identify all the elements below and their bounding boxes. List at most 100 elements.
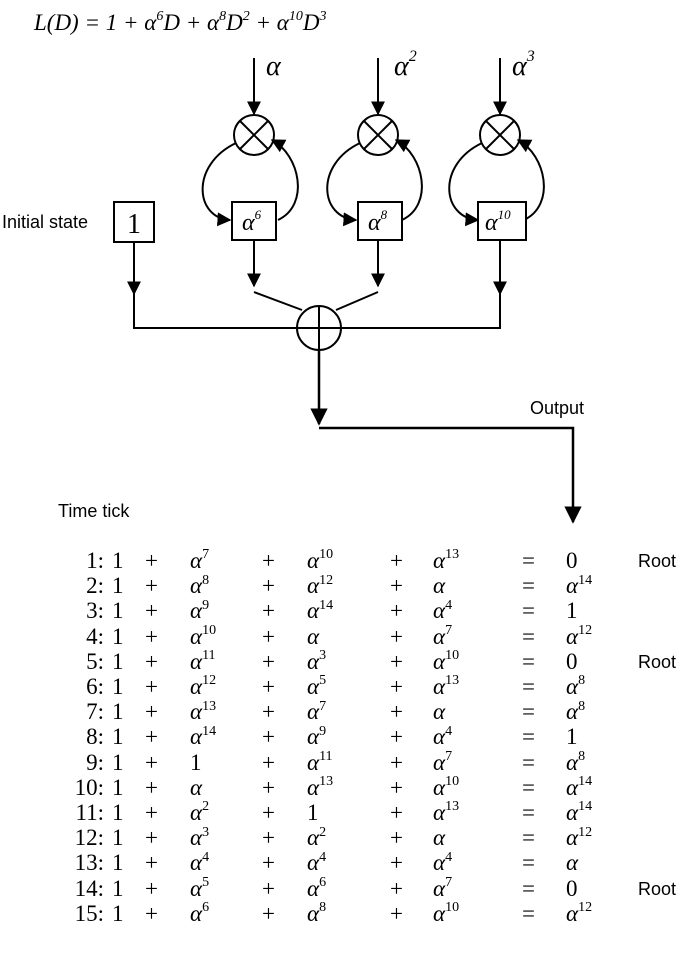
term-constant: 1 <box>112 850 124 876</box>
term-2-exponent: 3 <box>319 648 327 664</box>
term-2: α14 <box>307 598 333 624</box>
result: 0 <box>566 548 578 574</box>
plus-sign: + <box>390 774 403 800</box>
term-3-exponent: 7 <box>445 748 453 764</box>
result-exponent: 14 <box>578 572 593 588</box>
term-1-exponent: 11 <box>202 648 216 664</box>
plus-sign: + <box>390 800 403 825</box>
feedback-loop-3-return <box>516 139 545 221</box>
term-3-base: α <box>433 573 446 599</box>
term-2-exponent: 13 <box>319 774 334 790</box>
term-3: α <box>433 825 445 851</box>
term-2-base: α <box>307 774 320 800</box>
term-1-exponent: 6 <box>202 900 210 916</box>
adder <box>296 305 342 351</box>
plus-sign: + <box>262 548 275 573</box>
term-3-base: α <box>433 850 446 876</box>
term-3: α13 <box>433 673 459 700</box>
term-3: α7 <box>433 623 452 650</box>
result-base: α <box>566 774 579 800</box>
initial-state-label: Initial state <box>2 212 88 232</box>
term-3-base: α <box>433 825 446 851</box>
term-3: α4 <box>433 598 452 624</box>
term-1-exponent: 3 <box>202 824 210 840</box>
time-tick: 6: <box>86 674 104 699</box>
register-box-3 <box>477 201 527 241</box>
plus-sign: + <box>145 699 158 725</box>
root-label: Root <box>638 551 677 571</box>
term-3: α <box>433 699 445 725</box>
term-2: α12 <box>307 573 333 599</box>
term-3: α10 <box>433 648 459 675</box>
wire-initial <box>133 294 296 329</box>
term-2-exponent: 9 <box>319 723 327 739</box>
time-tick: 10: <box>74 774 104 800</box>
term-1-base: α <box>190 724 203 750</box>
result-exponent: 12 <box>578 622 593 638</box>
term-3-base: α <box>433 900 446 926</box>
term-2: α10 <box>307 547 333 574</box>
table-row: 9:1+1+α11+α7=α8 <box>0 748 685 776</box>
plus-sign: + <box>145 623 158 649</box>
term-2: α9 <box>307 724 326 750</box>
equals-sign: = <box>522 573 535 599</box>
time-tick: 4: <box>86 623 104 649</box>
result-base: 1 <box>566 724 578 750</box>
register-label-1: α6 <box>242 207 262 236</box>
term-1-base: α <box>190 825 203 851</box>
term-2: α3 <box>307 648 327 675</box>
term-constant: 1 <box>112 749 124 775</box>
term-constant: 1 <box>112 573 124 599</box>
equals-sign: = <box>522 825 535 851</box>
term-1-base: α <box>190 875 203 901</box>
result-base: α <box>566 800 579 825</box>
result-exponent: 8 <box>578 748 586 764</box>
time-tick: 2: <box>86 573 104 599</box>
register-box-1 <box>231 201 277 241</box>
plus-sign: + <box>145 800 158 825</box>
term-1-exponent: 9 <box>202 597 210 613</box>
term-2-base: α <box>307 850 320 876</box>
term-3: α13 <box>433 799 460 826</box>
term-constant: 1 <box>112 674 124 699</box>
equals-sign: = <box>522 800 535 825</box>
table-row: 8:1+α14+α9+α4=1 <box>0 724 685 750</box>
term-2-base: α <box>307 648 320 674</box>
term-3: α7 <box>433 748 453 776</box>
term-3: α4 <box>433 850 452 876</box>
multiplier-2 <box>357 114 399 156</box>
term-1: α13 <box>190 699 216 725</box>
term-1-base: α <box>190 699 203 725</box>
equals-sign: = <box>522 548 535 573</box>
result-base: α <box>566 850 579 876</box>
time-tick: 8: <box>86 724 104 750</box>
term-2-base: α <box>307 749 320 775</box>
plus-sign: + <box>262 774 275 800</box>
result: α12 <box>566 825 592 851</box>
plus-sign: + <box>262 850 275 876</box>
term-constant: 1 <box>112 699 124 725</box>
term-3: α10 <box>433 774 459 801</box>
plus-sign: + <box>145 573 158 599</box>
result: 0 <box>566 649 578 675</box>
term-3-exponent: 13 <box>445 799 460 815</box>
term-2-base: α <box>307 825 320 851</box>
term-1-exponent: 12 <box>202 673 217 689</box>
term-2-base: α <box>307 548 320 573</box>
term-3-base: α <box>433 598 446 624</box>
term-2-exponent: 2 <box>319 824 327 840</box>
result: α14 <box>566 774 592 801</box>
table-row: 4:1+α10+α+α7=α12 <box>0 622 685 650</box>
term-constant: 1 <box>112 724 124 750</box>
plus-sign: + <box>262 724 275 750</box>
term-1-exponent: 10 <box>202 622 217 638</box>
equals-sign: = <box>522 724 535 750</box>
table-row: 15:1+α6+α8+α10=α12 <box>0 900 685 927</box>
plus-sign: + <box>145 774 158 800</box>
plus-sign: + <box>145 875 158 901</box>
input-label-3: α3 <box>512 48 535 82</box>
term-1: α6 <box>190 900 210 927</box>
result-exponent: 14 <box>578 799 593 815</box>
plus-sign: + <box>262 648 275 674</box>
term-1-base: α <box>190 548 203 573</box>
